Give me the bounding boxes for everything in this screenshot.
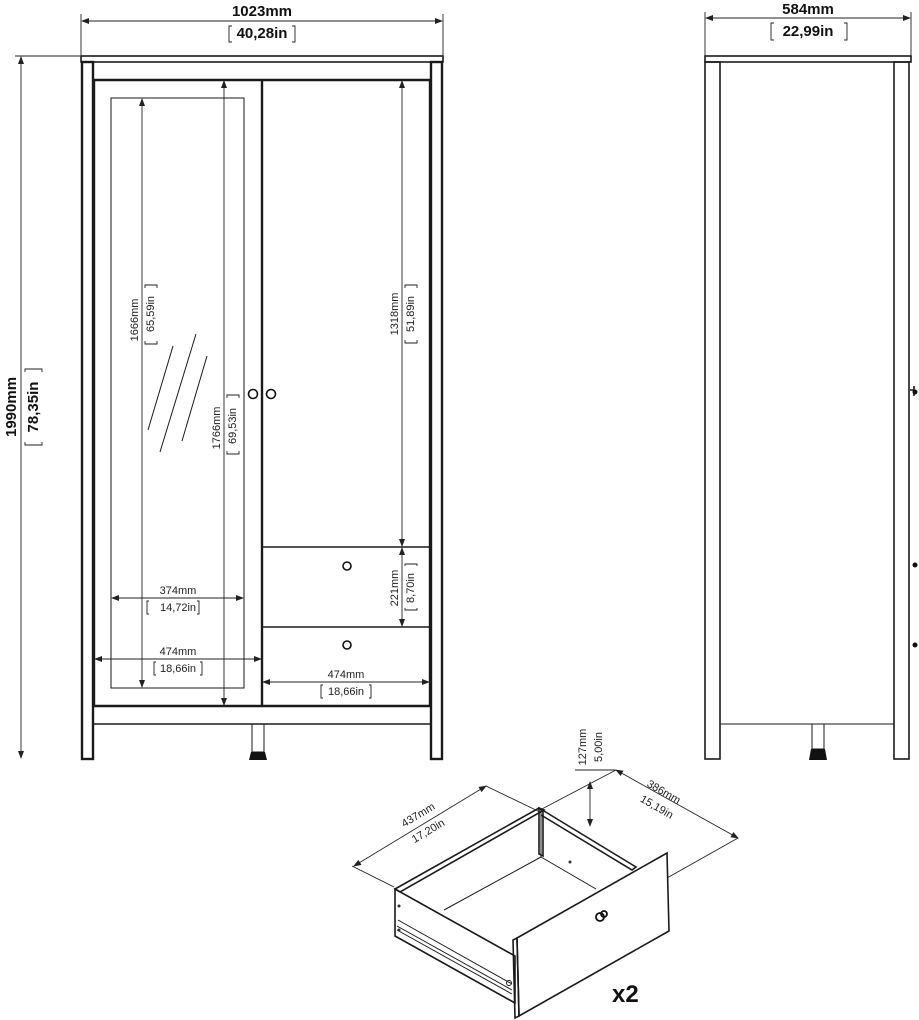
drawer-height-mm: 221mm — [389, 570, 401, 607]
mirror-panel — [110, 97, 245, 689]
side-depth-dimension: 584mm 22,99in — [704, 1, 912, 62]
mirror-height-dimension: 1666mm 65,59in — [129, 98, 158, 688]
mirror-height-in: 65,59in — [145, 296, 157, 332]
upper-compartment-height-in: 51,89in — [405, 296, 417, 332]
drawer-height-detail-in: 5,00in — [593, 732, 605, 762]
door-height-mm: 1766mm — [211, 407, 223, 450]
side-view: 584mm 22,99in — [704, 1, 918, 760]
side-top-panel — [704, 55, 912, 63]
mirror-width-in: 14,72in — [160, 602, 196, 614]
drawer-front-knob-icon — [595, 910, 608, 922]
door-height-dimension: 1766mm 69,53in — [211, 80, 240, 706]
drawer-height-detail-mm: 127mm — [577, 729, 589, 766]
upper-compartment-height-dimension: 1318mm 51,89in — [389, 80, 418, 547]
mirror-glare-icon — [147, 345, 174, 431]
front-view: 1023mm 40,28in 1666mm 65,59in — [3, 3, 444, 761]
mirror-height-mm: 1666mm — [129, 299, 141, 342]
drawer-1-knob-icon[interactable] — [342, 561, 352, 571]
top-panel — [80, 55, 444, 63]
side-drawer-2-knob-icon — [912, 642, 918, 648]
door-height-in: 69,53in — [227, 408, 239, 444]
drawer-detail: 437mm 17,20in 127mm 5,00in 386mm 15,19in — [351, 729, 739, 1020]
right-side-panel — [429, 60, 444, 761]
front-width-dimension: 1023mm 40,28in — [80, 3, 444, 62]
front-width-in: 40,28in — [237, 25, 288, 42]
front-height-dimension: 1990mm 78,35in — [3, 55, 80, 759]
drawer-width-dimension: 474mm 18,66in — [262, 669, 430, 699]
front-width-mm: 1023mm — [232, 3, 292, 20]
front-height-in: 78,35in — [25, 382, 42, 433]
side-depth-mm: 584mm — [782, 1, 834, 18]
mirror-width-mm: 374mm — [160, 585, 197, 597]
mirror-width-dimension: 374mm 14,72in — [111, 585, 244, 615]
side-leg-icon — [809, 723, 827, 760]
right-door-knob-icon[interactable] — [265, 388, 277, 400]
door-width-mm: 474mm — [160, 646, 197, 658]
drawer-width-in: 18,66in — [328, 686, 364, 698]
front-leg-icon — [249, 723, 267, 760]
drawer-box-icon — [393, 806, 670, 1020]
drawer-height-detail-dimension: 127mm 5,00in — [575, 729, 615, 827]
front-height-mm: 1990mm — [3, 377, 20, 437]
upper-compartment-height-mm: 1318mm — [389, 293, 401, 336]
drawer-height-dimension: 221mm 8,70in — [389, 547, 418, 627]
drawer-height-in: 8,70in — [405, 573, 417, 603]
drawer-quantity: x2 — [612, 981, 639, 1008]
mirror-door — [92, 80, 264, 706]
left-side-panel — [80, 60, 95, 761]
left-door-knob-icon[interactable] — [247, 388, 259, 400]
side-back-post — [704, 61, 721, 760]
side-front-post — [893, 61, 910, 760]
side-depth-in: 22,99in — [783, 23, 834, 40]
drawer-width-mm: 474mm — [328, 669, 365, 681]
side-drawer-1-knob-icon — [912, 562, 918, 568]
door-width-dimension: 474mm 18,66in — [94, 646, 262, 676]
drawer-2-knob-icon[interactable] — [342, 640, 352, 650]
door-width-in: 18,66in — [160, 663, 196, 675]
drawer-length-dimension: 437mm 17,20in — [351, 785, 541, 888]
